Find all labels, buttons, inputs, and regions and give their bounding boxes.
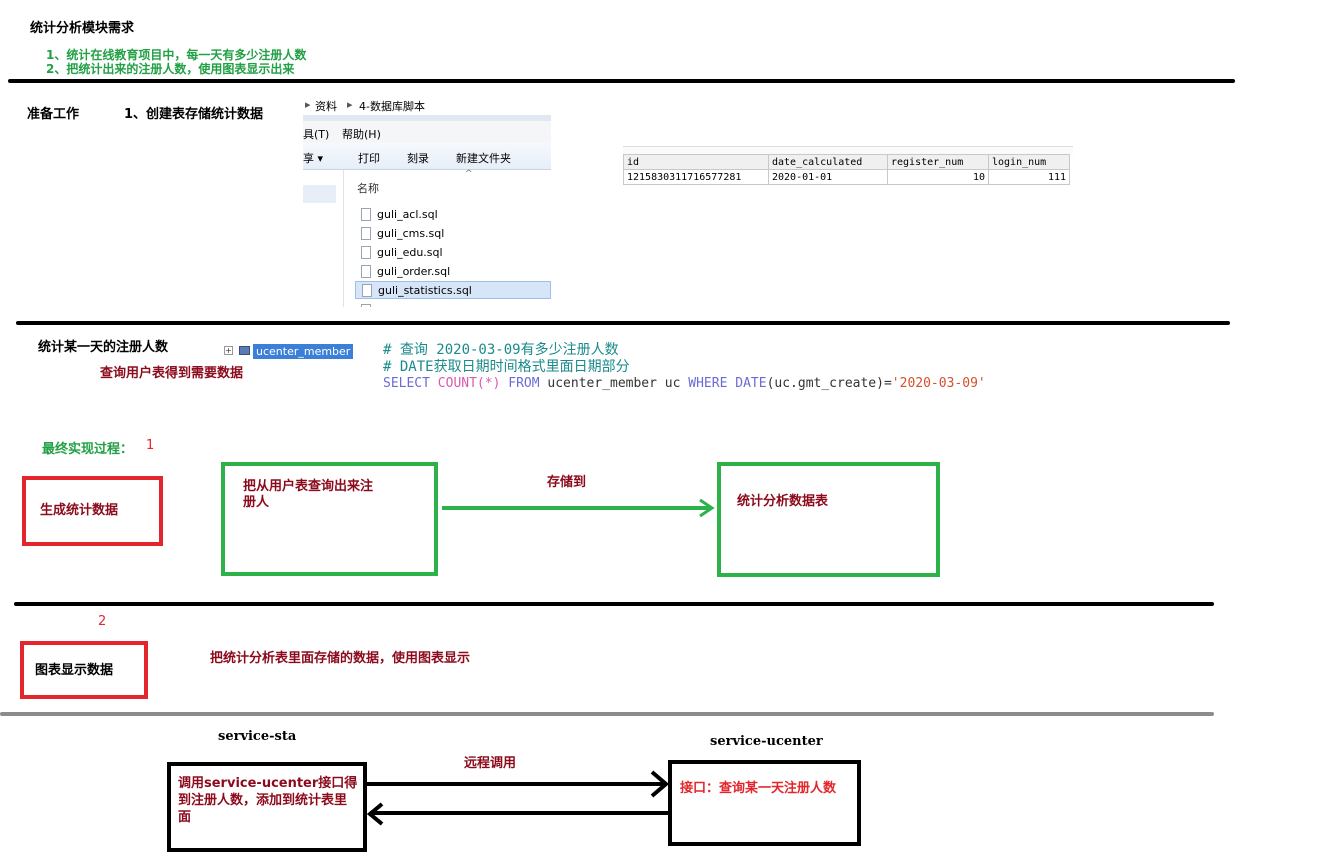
service-ucenter-name: service-ucenter (710, 734, 823, 749)
step-number: 2 (98, 614, 107, 629)
file-name: guli_edu.sql (377, 245, 443, 259)
sql-table: ucenter_member uc (547, 376, 681, 391)
request-arrowhead (650, 770, 670, 798)
column-header[interactable]: date_calculated (768, 154, 888, 170)
file-item[interactable]: guli_edu.sql (355, 243, 551, 261)
requirement-item: 1、统计在线教育项目中，每一天有多少注册人数 (46, 48, 307, 62)
file-item[interactable]: guli_acl.sql (355, 205, 551, 223)
column-header-name[interactable]: 名称 (357, 182, 379, 195)
column-header[interactable]: register_num (887, 154, 989, 170)
sql-comment: # 查询 2020-03-09有多少注册人数 (383, 342, 619, 358)
sql-keyword: WHERE (688, 376, 728, 391)
table-cell: 1215830311716577281 (623, 169, 769, 185)
table-icon (239, 346, 250, 355)
divider (8, 79, 1235, 83)
service-ucenter-box-label: 接口：查询某一天注册人数 (680, 781, 837, 796)
file-name: guli_cms.sql (377, 226, 445, 240)
chart-display-label: 图表显示数据 (35, 663, 114, 678)
file-icon (361, 226, 371, 240)
divider (16, 321, 1230, 325)
sql-keyword: FROM (508, 376, 540, 391)
file-item[interactable]: guli_cms.sql (355, 224, 551, 242)
table-header-row: id date_calculated register_num login_nu… (623, 154, 1070, 170)
menu-bar: 具(T) 帮助(H) (303, 121, 551, 144)
file-item-selected[interactable]: guli_statistics.sql (355, 281, 551, 299)
response-arrowhead (366, 802, 384, 826)
sql-function: DATE (735, 376, 767, 391)
generate-data-box: 生成统计数据 (22, 476, 163, 546)
divider (14, 602, 1214, 606)
divider (0, 712, 1214, 716)
column-header[interactable]: id (623, 154, 769, 170)
call-arrows (366, 770, 670, 826)
breadcrumb-item[interactable]: 4-数据库脚本 (359, 100, 425, 113)
sql-expression: (uc.gmt_create)= (766, 376, 892, 391)
chart-display-box: 图表显示数据 (20, 641, 148, 699)
sort-arrow-icon: ^ (465, 169, 473, 179)
address-separator (303, 115, 551, 121)
file-icon (361, 303, 371, 307)
file-icon (362, 283, 372, 297)
chart-description: 把统计分析表里面存储的数据，使用图表显示 (210, 651, 471, 666)
sql-string: '2020-03-09' (891, 376, 986, 391)
step-number: 1 (146, 438, 155, 453)
target-box-label: 统计分析数据表 (737, 494, 829, 509)
final-process-label: 最终实现过程： (42, 442, 134, 457)
menu-help[interactable]: 帮助(H) (342, 128, 381, 141)
toolbar-share[interactable]: 享 ▾ (303, 152, 324, 165)
column-header[interactable]: login_num (988, 154, 1070, 170)
table-cell: 2020-01-01 (768, 169, 888, 185)
service-sta-box: 调用service-ucenter接口得到注册人数，添加到统计表里面 (167, 762, 367, 852)
remote-call-label: 远程调用 (464, 756, 517, 771)
file-name: guli_acl.sql (377, 207, 438, 221)
store-arrow-label: 存储到 (547, 475, 587, 490)
navigation-selected (303, 185, 336, 203)
breadcrumb-arrow-icon: ▸ (305, 98, 311, 111)
toolbar-print[interactable]: 打印 (358, 152, 380, 165)
toolbar: 享 ▾ 打印 刻录 新建文件夹 (303, 143, 551, 170)
target-box: 统计分析数据表 (717, 462, 940, 577)
sql-statement: SELECT COUNT(*) FROM ucenter_member uc W… (383, 376, 986, 392)
count-section-note: 查询用户表得到需要数据 (100, 366, 244, 381)
toolbar-new-folder[interactable]: 新建文件夹 (456, 152, 511, 165)
file-icon (361, 245, 371, 259)
breadcrumb-arrow-icon: ▸ (347, 98, 353, 111)
prep-label: 准备工作 (27, 107, 80, 122)
tree-item-ucenter-member[interactable]: ucenter_member (253, 344, 354, 359)
file-icon (361, 264, 371, 278)
service-sta-name: service-sta (218, 729, 297, 744)
file-explorer-screenshot: ▸ 资料 ▸ 4-数据库脚本 具(T) 帮助(H) 享 ▾ 打印 刻录 新建文件… (303, 95, 551, 307)
requirements-list: 1、统计在线教育项目中，每一天有多少注册人数 2、把统计出来的注册人数，使用图表… (46, 48, 306, 76)
tree-expand-icon[interactable]: + (224, 346, 233, 355)
file-item[interactable]: guli_order.sql (355, 262, 551, 280)
file-name: guli_order.sql (377, 264, 451, 278)
breadcrumb-item[interactable]: 资料 (315, 100, 337, 113)
count-section-label: 统计某一天的注册人数 (38, 340, 169, 355)
menu-tools[interactable]: 具(T) (303, 128, 330, 141)
address-bar: ▸ 资料 ▸ 4-数据库脚本 (303, 95, 551, 116)
file-name: guli_statistics.sql (378, 283, 472, 297)
toolbar-burn[interactable]: 刻录 (407, 152, 429, 165)
sql-comment: # DATE获取日期时间格式里面日期部分 (383, 359, 630, 375)
file-icon (361, 207, 371, 221)
source-box: 把从用户表查询出来注册人 (221, 462, 438, 576)
sql-function: COUNT(*) (437, 376, 501, 391)
source-box-label: 把从用户表查询出来注册人 (243, 479, 374, 510)
table-row[interactable]: 1215830311716577281 2020-01-01 10 111 (623, 169, 1070, 185)
service-sta-box-label: 调用service-ucenter接口得到注册人数，添加到统计表里面 (178, 776, 358, 825)
sql-keyword: SELECT (383, 376, 430, 391)
table-cell: 111 (988, 169, 1070, 185)
generate-data-label: 生成统计数据 (40, 503, 119, 518)
requirement-item: 2、把统计出来的注册人数，使用图表显示出来 (46, 62, 295, 76)
file-item-partial (355, 301, 551, 307)
statistics-table: id date_calculated register_num login_nu… (623, 154, 1070, 185)
store-arrow (442, 498, 715, 518)
page-title: 统计分析模块需求 (30, 21, 135, 36)
table-toolbar-strip (623, 146, 1073, 155)
service-ucenter-box: 接口：查询某一天注册人数 (668, 760, 861, 846)
prep-step: 1、创建表存储统计数据 (124, 107, 264, 122)
table-cell: 10 (887, 169, 989, 185)
